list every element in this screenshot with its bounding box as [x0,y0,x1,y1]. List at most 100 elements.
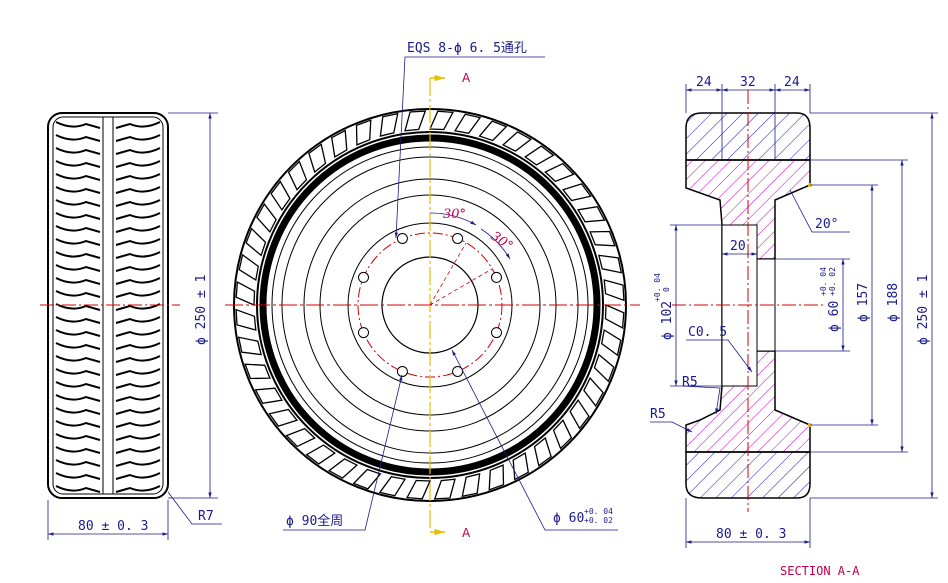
bolt-hole [396,366,408,377]
tread-block [237,336,262,356]
front-view: 30° 30° A A EQS 8-ϕ 6. 5通孔 ϕ 90全周 ϕ 60 +… [225,41,640,540]
tread-block [244,363,271,380]
side-view: 80 ± 0. 3 ϕ 250 ± 1 R7 [40,112,222,540]
radius-inner-label: R5 [682,375,698,390]
tread-block [270,180,291,211]
tread-groove [55,173,101,181]
tread-groove [115,485,161,493]
tread-groove [115,147,161,155]
tread-block [406,479,431,500]
tread-block [378,475,407,497]
section-view: 24 32 24 20° 20 ϕ 102 +0. 04 0 ϕ 60 +0. … [650,75,938,578]
tread-groove [115,251,161,259]
r5-outer-leader [650,421,693,433]
tread-block [461,473,481,498]
tread-block [598,254,623,274]
tread-block [327,458,359,479]
tread-groove [55,446,101,454]
tread-groove [55,225,101,233]
tread-groove [115,446,161,454]
tread-groove [115,277,161,285]
r7-leader [167,491,222,525]
tread-groove [115,342,161,350]
section-bore-tol-upper: +0. 04 [819,267,828,296]
tread-groove [115,381,161,389]
dia-157: ϕ 157 [856,283,871,322]
tread-groove [55,433,101,441]
recess-dia: ϕ 102 [660,301,675,340]
tread-groove [115,290,161,298]
tread-groove [115,121,161,129]
bore-note: ϕ 60 [553,511,584,526]
tread-block [330,129,348,158]
recess-tol-upper: +0. 04 [653,273,662,302]
tire-front-tread [235,110,625,500]
tread-block [524,145,555,166]
chamfer-angle-leader [789,189,850,233]
tread-block [268,408,299,427]
angle-label-2: 30° [488,229,515,254]
tread-groove [115,368,161,376]
tread-block [512,452,530,481]
tread-groove [115,134,161,142]
side-width-dimension: 80 ± 0. 3 [78,519,148,534]
tread-groove [115,472,161,480]
tread-block [254,387,283,405]
tread-groove [115,186,161,194]
angle-arc-30-b [480,228,511,260]
bore-tol-upper: +0. 04 [584,507,613,516]
section-bore-dia: ϕ 60 [827,301,842,332]
tread-block [544,162,575,183]
tread-groove [115,355,161,363]
bolt-hole [452,233,464,244]
section-dim-mid: 32 [740,75,756,90]
tread-block [569,399,590,430]
tread-groove [55,212,101,220]
tread-block [235,281,256,306]
tread-pattern [55,117,161,494]
tread-groove [55,316,101,324]
tread-block [603,279,625,302]
tread-block [433,478,456,500]
tread-groove [55,407,101,415]
tread-groove [55,368,101,376]
pcd-note: ϕ 90全周 [286,513,343,529]
tread-groove [115,199,161,207]
tread-block [488,464,505,491]
section-title: SECTION A-A [780,564,860,578]
radius-outer-label: R5 [650,407,666,422]
bore-tol-lower: +0. 02 [584,516,613,525]
tread-groove [115,212,161,220]
tread-block [352,468,382,490]
tread-groove [55,199,101,207]
angle-ray-60 [429,242,467,306]
section-mark-bottom: A [462,526,471,540]
tread-groove [55,420,101,428]
bolt-hole [396,233,408,244]
tread-groove [55,394,101,402]
tread-block [245,227,267,257]
tread-block [235,308,257,331]
tread-block [355,119,372,146]
tread-groove [55,303,101,311]
dia-250: ϕ 250 ± 1 [916,275,931,345]
tread-groove [55,251,101,259]
corner-radius-label: R7 [198,509,214,524]
tread-block [404,110,427,132]
bolt-hole [452,366,464,377]
tread-block [379,112,399,137]
tread-block [453,113,482,135]
angle-ray-30 [429,268,493,306]
bolt-hole [491,327,502,339]
tread-block [308,143,327,174]
r5-inner-leader [681,385,721,415]
tread-block [287,160,308,191]
tread-groove [115,160,161,168]
tread-groove [55,472,101,480]
tread-groove [115,329,161,337]
tread-block [552,419,573,450]
tread-block [478,120,508,142]
side-height-dimension: ϕ 250 ± 1 [194,275,209,345]
angle-label-1: 30° [443,207,466,222]
